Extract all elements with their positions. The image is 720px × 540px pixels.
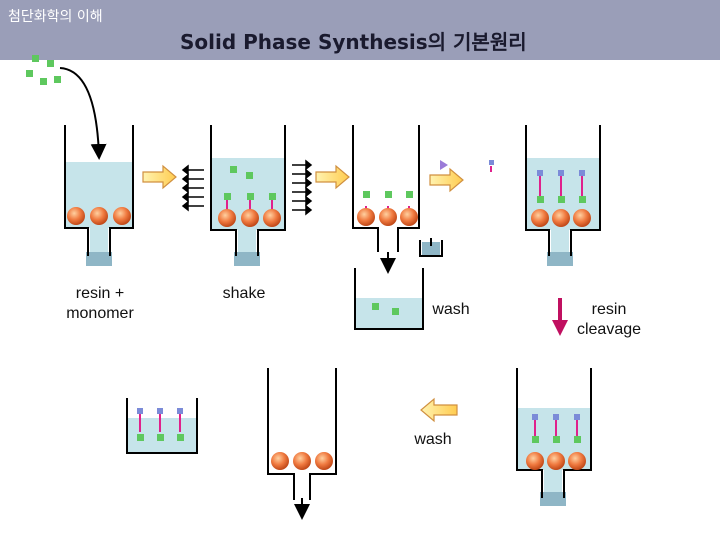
vessel-1 bbox=[64, 125, 134, 266]
process-arrow-3 bbox=[429, 167, 464, 193]
label-shake: shake bbox=[222, 285, 266, 302]
process-arrow-1 bbox=[142, 164, 177, 190]
header-bar: 첨단화학의 이해 Solid Phase Synthesis의 기본원리 bbox=[0, 0, 720, 60]
vessel-4 bbox=[525, 125, 601, 266]
vessel-5 bbox=[516, 368, 592, 506]
slide-title: Solid Phase Synthesis의 기본원리 bbox=[180, 30, 527, 54]
process-arrow-2 bbox=[315, 164, 350, 190]
cleavage-reagent bbox=[440, 160, 494, 172]
filter-cup bbox=[419, 238, 443, 257]
label-resin-monomer: resin + monomer bbox=[52, 284, 148, 324]
collection-flask bbox=[126, 398, 198, 454]
cleavage-arrow bbox=[552, 298, 568, 336]
label-resin-cleavage-line1: resin bbox=[591, 301, 627, 318]
label-resin-monomer-line1: resin + bbox=[75, 285, 125, 302]
shake-arrows-left bbox=[181, 164, 204, 212]
label-resin-cleavage: resin cleavage bbox=[566, 300, 652, 340]
label-resin-cleavage-line2: cleavage bbox=[576, 321, 642, 338]
vessel-3 bbox=[352, 125, 420, 274]
wash-arrow-left bbox=[420, 397, 458, 423]
label-wash-2: wash bbox=[414, 431, 452, 448]
label-wash-1: wash bbox=[432, 301, 470, 318]
shake-arrows-right bbox=[292, 159, 313, 216]
add-arrow bbox=[59, 67, 107, 160]
waste-container bbox=[354, 268, 424, 330]
vessel-6 bbox=[267, 368, 337, 520]
monomer-cluster bbox=[26, 55, 61, 85]
label-resin-monomer-line2: monomer bbox=[66, 305, 134, 322]
course-title: 첨단화학의 이해 bbox=[8, 9, 103, 25]
vessel-2 bbox=[210, 125, 286, 266]
